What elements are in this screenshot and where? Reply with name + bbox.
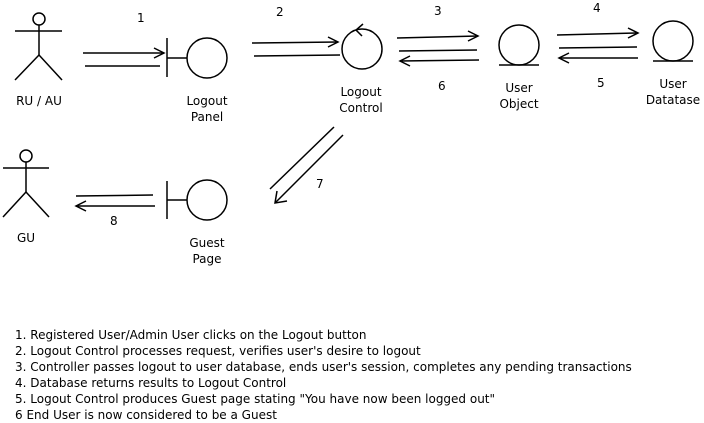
message-4-number: 4 <box>593 1 601 15</box>
actor-ru-au-figure <box>14 12 63 81</box>
guest-page-label: Guest Page <box>189 236 225 266</box>
entity-user-database-icon <box>652 20 694 62</box>
message-5-arrow <box>557 52 638 64</box>
note-line: 6 End User is now considered to be a Gue… <box>15 408 277 422</box>
message-2-arrow <box>251 36 341 57</box>
step-notes: 1. Registered User/Admin User clicks on … <box>15 327 632 423</box>
message-8-arrow <box>74 194 155 212</box>
boundary-guest-page-icon <box>166 179 228 221</box>
message-6-arrow <box>398 55 480 67</box>
user-object-label: User Object <box>499 81 539 111</box>
message-1-arrow <box>83 47 166 67</box>
message-7-number: 7 <box>316 177 324 191</box>
note-line: 2. Logout Control processes request, ver… <box>15 344 421 358</box>
logout-panel-label: Logout Panel <box>186 94 228 124</box>
actor-gu-label: GU <box>16 231 36 245</box>
note-line: 4. Database returns results to Logout Co… <box>15 376 287 390</box>
note-line: 3. Controller passes logout to user data… <box>15 360 632 374</box>
entity-user-object-icon <box>498 24 540 66</box>
message-3-arrow <box>396 30 480 52</box>
actor-gu-figure <box>2 149 50 218</box>
message-6-number: 6 <box>438 79 446 93</box>
logout-control-label: Logout Control <box>339 85 383 115</box>
message-8-number: 8 <box>110 214 118 228</box>
message-3-number: 3 <box>434 4 442 18</box>
note-line: 5. Logout Control produces Guest page st… <box>15 392 496 406</box>
message-2-number: 2 <box>276 5 284 19</box>
note-line: 1. Registered User/Admin User clicks on … <box>15 328 367 342</box>
message-5-number: 5 <box>597 76 605 90</box>
message-7-arrow <box>269 126 344 204</box>
message-1-number: 1 <box>137 11 145 25</box>
message-4-arrow <box>556 27 640 49</box>
actor-ru-au-label: RU / AU <box>16 94 62 108</box>
user-database-label: User Datatase <box>645 77 701 107</box>
control-logout-control-icon <box>341 23 383 70</box>
boundary-logout-panel-icon <box>166 37 228 79</box>
